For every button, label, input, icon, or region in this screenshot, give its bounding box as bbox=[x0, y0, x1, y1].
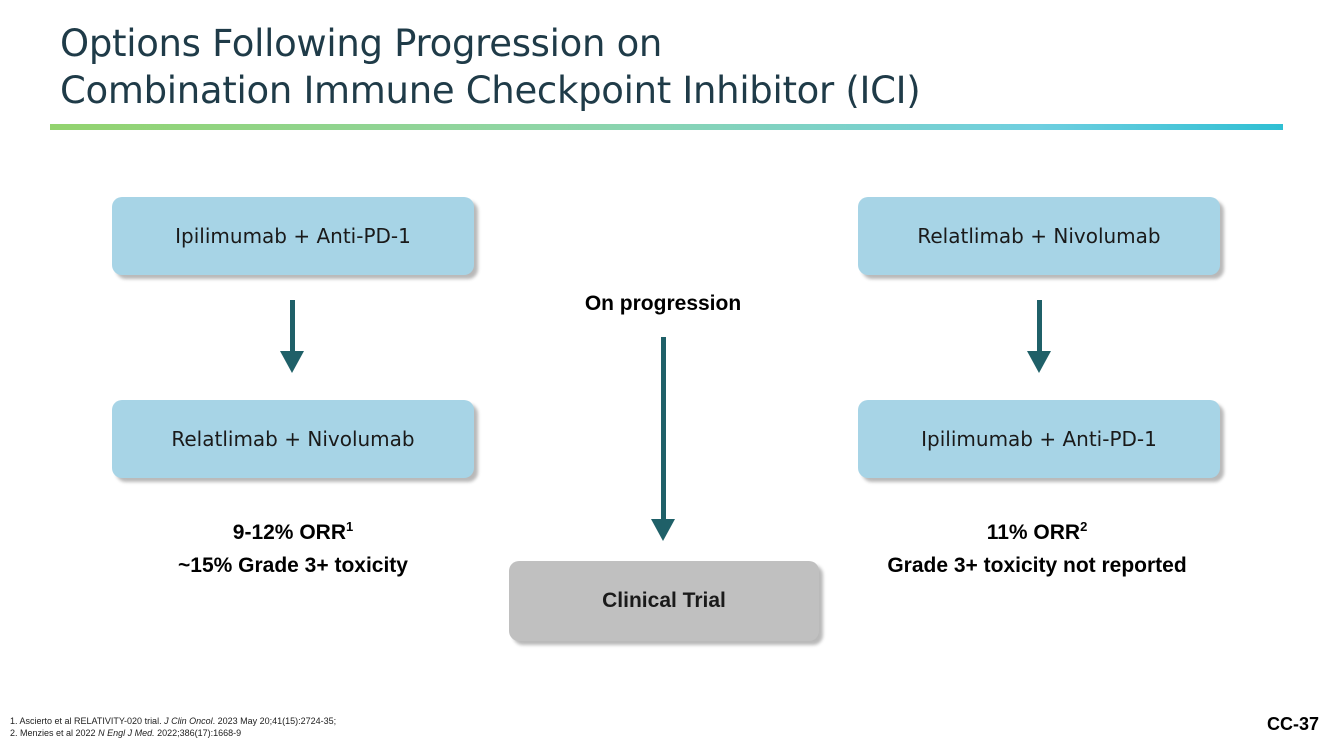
slide-number: CC-37 bbox=[1266, 714, 1319, 734]
title-line-1: Options Following Progression on bbox=[60, 22, 663, 65]
left-orr-ref: 1 bbox=[345, 519, 354, 534]
left-outcome: 9-12% ORR1 ~15% Grade 3+ toxicity bbox=[112, 516, 474, 582]
left-second-line-label: Relatlimab + Nivolumab bbox=[171, 427, 415, 451]
right-first-line-box: Relatlimab + Nivolumab bbox=[858, 197, 1220, 275]
title-line-2: Combination Immune Checkpoint Inhibitor … bbox=[60, 69, 921, 112]
slide-title: Options Following Progression on Combina… bbox=[60, 20, 921, 114]
left-orr: 9-12% ORR bbox=[232, 521, 346, 544]
center-down-arrow bbox=[651, 337, 675, 541]
on-progression-label: On progression bbox=[584, 292, 742, 315]
left-toxicity: ~15% Grade 3+ toxicity bbox=[178, 554, 408, 577]
reference-1: 1. Ascierto et al RELATIVITY-020 trial. … bbox=[10, 716, 337, 726]
right-second-line-box: Ipilimumab + Anti-PD-1 bbox=[858, 400, 1220, 478]
left-first-line-box: Ipilimumab + Anti-PD-1 bbox=[112, 197, 474, 275]
right-orr: 11% ORR bbox=[986, 521, 1081, 544]
left-second-line-box: Relatlimab + Nivolumab bbox=[112, 400, 474, 478]
right-first-line-label: Relatlimab + Nivolumab bbox=[917, 224, 1161, 248]
left-down-arrow bbox=[280, 300, 304, 373]
reference-2: 2. Menzies et al 2022 N Engl J Med. 2022… bbox=[10, 728, 242, 738]
clinical-trial-box: Clinical Trial bbox=[509, 561, 819, 641]
clinical-trial-label: Clinical Trial bbox=[602, 589, 726, 612]
left-first-line-label: Ipilimumab + Anti-PD-1 bbox=[175, 224, 411, 248]
right-toxicity: Grade 3+ toxicity not reported bbox=[887, 554, 1187, 577]
title-divider bbox=[50, 124, 1283, 130]
right-second-line-label: Ipilimumab + Anti-PD-1 bbox=[921, 427, 1157, 451]
references: 1. Ascierto et al RELATIVITY-020 trial. … bbox=[10, 715, 336, 739]
right-orr-ref: 2 bbox=[1080, 519, 1088, 534]
right-outcome: 11% ORR2 Grade 3+ toxicity not reported bbox=[837, 516, 1237, 582]
right-down-arrow bbox=[1027, 300, 1051, 373]
